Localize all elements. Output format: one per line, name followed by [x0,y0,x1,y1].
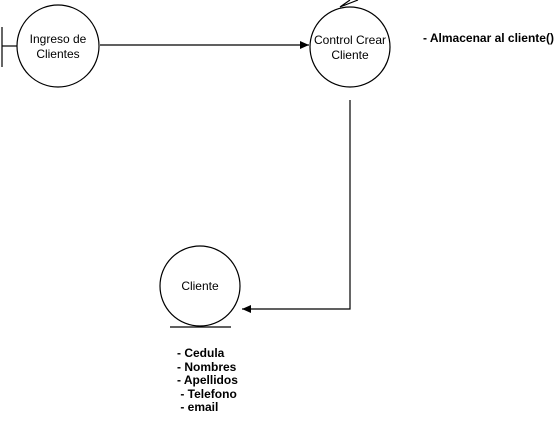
entity-circle [159,245,241,327]
boundary-object-ingreso-de-clientes[interactable] [1,4,100,88]
control-circle [309,6,391,88]
connector-control-to-entity[interactable] [242,100,351,313]
boundary-label-line2: Clientes [36,47,80,61]
entity-object-cliente[interactable] [159,245,241,328]
control-object-control-crear-cliente[interactable] [309,0,391,88]
attribute-cedula: - Cedula [177,346,225,360]
boundary-label-line1: Ingreso de [29,32,87,46]
attribute-email: - email [177,400,219,414]
attribute-apellidos: - Apellidos [177,373,238,387]
attribute-telefono: - Telefono [177,386,237,401]
attribute-nombres: - Nombres [177,359,237,374]
control-label-line2: Cliente [331,48,369,62]
control-label-line1: Control Crear [313,33,387,47]
control-arrow-marker [339,0,359,8]
boundary-circle [16,4,100,88]
boundary-label: Ingreso de Clientes [18,32,98,62]
entity-attribute-list: - Cedula - Nombres - Apellidos - Telefon… [177,346,238,415]
control-method-text: - Almacenar al cliente() [423,31,554,45]
control-label: Control Crear Cliente [305,33,395,63]
entity-label: Cliente [181,279,219,293]
